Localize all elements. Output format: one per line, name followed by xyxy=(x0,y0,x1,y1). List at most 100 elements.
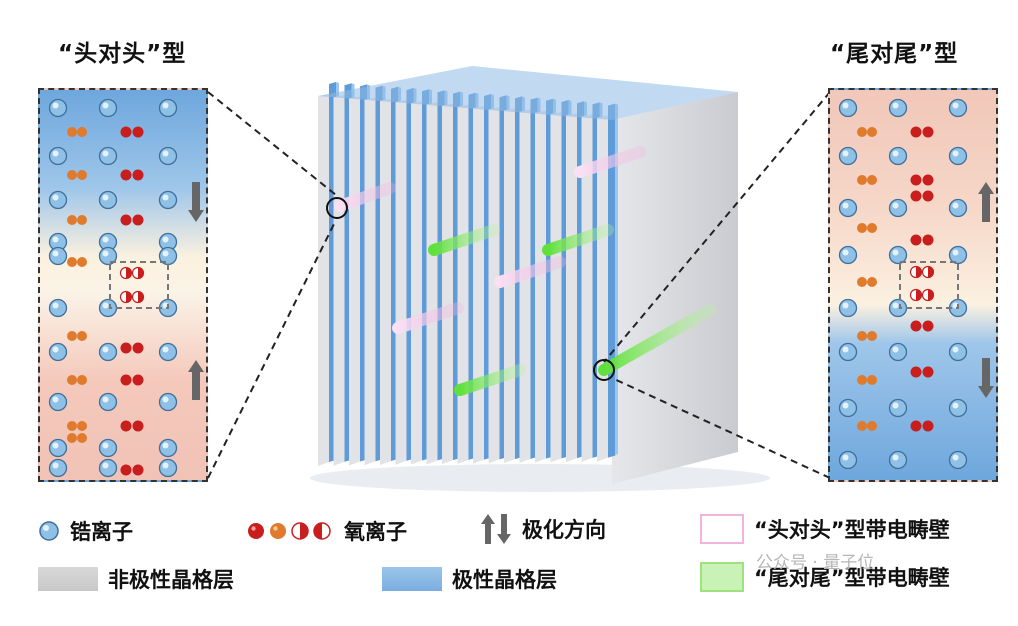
legend-t2t-label: “尾对尾”型带电畴壁 xyxy=(754,566,950,590)
zr-ion-highlight xyxy=(102,236,109,243)
legend-polar-label: 极性晶格层 xyxy=(452,568,557,592)
oxygen-ion-orange xyxy=(857,277,867,287)
oxygen-ion-orange xyxy=(77,215,87,225)
layer-stack xyxy=(310,66,770,492)
zr-ion xyxy=(48,392,68,412)
oxygen-ion-red xyxy=(132,374,144,386)
zr-ion xyxy=(838,298,858,318)
zr-ion-highlight xyxy=(892,202,899,209)
zr-ion xyxy=(888,245,908,265)
oxygen-vacancy-half-fill xyxy=(928,266,934,278)
oxygen-ion-orange xyxy=(867,223,877,233)
zr-ion-highlight xyxy=(102,194,109,201)
legend-zr: 锆离子 xyxy=(38,516,133,546)
green-swatch-icon xyxy=(700,562,744,592)
oxygen-ion-red xyxy=(910,420,922,432)
head-to-head-title: “头对头”型 xyxy=(58,41,187,67)
oxygen-ion-red xyxy=(132,420,144,432)
zr-ion-highlight xyxy=(842,402,849,409)
zr-ion xyxy=(838,342,858,362)
zr-ion xyxy=(838,245,858,265)
oxygen-ion-orange xyxy=(867,277,877,287)
zr-ion xyxy=(888,450,908,470)
nonpolar-layer xyxy=(364,97,376,466)
zoom-line-bottom-left xyxy=(207,219,337,479)
zr-ion-highlight xyxy=(162,462,169,469)
oxygen-ion-orange xyxy=(67,215,77,225)
zr-ion xyxy=(158,438,178,458)
zr-ion-highlight xyxy=(102,462,109,469)
oxygen-ion-red xyxy=(922,126,934,138)
zr-ion-highlight xyxy=(102,150,109,157)
oxygen-ion-orange xyxy=(857,421,867,431)
zr-ion xyxy=(158,392,178,412)
gray-swatch-icon xyxy=(38,567,98,591)
cube-right-face xyxy=(612,92,738,484)
zr-ion-highlight xyxy=(162,194,169,201)
zr-ion xyxy=(888,342,908,362)
zr-ion-highlight xyxy=(52,442,59,449)
zr-ion-highlight xyxy=(892,346,899,353)
zr-ion-highlight xyxy=(952,454,959,461)
zr-ion xyxy=(948,398,968,418)
nonpolar-layer xyxy=(566,113,577,463)
zr-ion-highlight xyxy=(842,302,849,309)
zr-ion xyxy=(98,458,118,478)
legend-polar: 极性晶格层 xyxy=(382,564,557,594)
zr-ion xyxy=(838,146,858,166)
zr-ion-highlight xyxy=(102,302,109,309)
zr-ion-highlight xyxy=(102,396,109,403)
zr-ion xyxy=(948,342,968,362)
oxygen-ion-orange xyxy=(77,331,87,341)
zr-ion xyxy=(158,458,178,478)
zr-ion-highlight xyxy=(52,346,59,353)
oxygen-ion-orange xyxy=(867,127,877,137)
nonpolar-layer xyxy=(333,95,345,466)
zr-ion-highlight xyxy=(892,302,899,309)
oxygen-ion-orange xyxy=(67,375,77,385)
h2h-domain-wall-rod xyxy=(574,146,646,178)
zr-ion-highlight xyxy=(162,396,169,403)
oxygen-ion-red xyxy=(132,169,144,181)
oxygen-vacancy-half-fill xyxy=(126,267,132,279)
blue-swatch-icon xyxy=(382,567,442,591)
zr-ion-highlight xyxy=(52,396,59,403)
zoom-circle-left xyxy=(326,197,348,219)
zr-ion xyxy=(98,342,118,362)
oxygen-ion-orange xyxy=(67,127,77,137)
zr-ion xyxy=(158,342,178,362)
oxygen-ion-orange xyxy=(67,433,77,443)
nonpolar-layer xyxy=(473,106,484,464)
zr-ion-highlight xyxy=(162,102,169,109)
nonpolar-layer xyxy=(519,109,531,463)
zoom-line-top-right xyxy=(603,91,831,363)
zr-ion xyxy=(948,198,968,218)
oxygen-ion-red xyxy=(120,464,132,476)
h2h-domain-wall-rod xyxy=(392,302,464,334)
oxygen-ion-orange xyxy=(857,175,867,185)
oxygen-ion-orange xyxy=(867,331,877,341)
zr-ion-highlight xyxy=(952,346,959,353)
oxygen-ion-orange xyxy=(867,375,877,385)
zr-ion xyxy=(948,450,968,470)
zr-ion-highlight xyxy=(52,150,59,157)
nonpolar-layer xyxy=(426,102,438,465)
oxygen-ion-red xyxy=(922,174,934,186)
legend-h2h-label: “头对头”型带电畴壁 xyxy=(754,518,950,542)
nonpolar-layer xyxy=(581,114,593,462)
zr-ion xyxy=(48,190,68,210)
zoom-circle-right xyxy=(593,359,615,381)
zr-ion xyxy=(158,146,178,166)
zr-ion-highlight xyxy=(892,454,899,461)
oxygen-ion-orange xyxy=(77,421,87,431)
nonpolar-layer xyxy=(457,104,469,464)
zr-ion xyxy=(98,438,118,458)
oxygen-ion-red xyxy=(910,366,922,378)
zr-ion xyxy=(888,398,908,418)
oxygen-ion-orange xyxy=(857,375,867,385)
zr-ion-highlight xyxy=(102,346,109,353)
zr-ion-highlight xyxy=(952,150,959,157)
oxygen-ion-orange xyxy=(867,421,877,431)
oxygen-ion-red xyxy=(922,420,934,432)
oxygen-vacancy-half-fill xyxy=(138,267,144,279)
